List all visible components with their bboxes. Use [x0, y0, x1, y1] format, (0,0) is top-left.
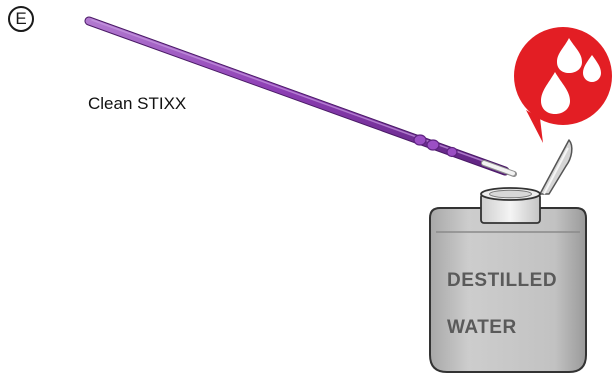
bottle-label-line2: WATER [447, 317, 517, 338]
distilled-water-bottle [429, 139, 587, 373]
step-letter-badge: E [8, 6, 34, 32]
stick-caption: Clean STIXX [88, 94, 187, 113]
clean-stick [84, 16, 517, 177]
water-drops-icon [514, 27, 612, 143]
bottle-label-line1: DESTILLED [447, 270, 558, 291]
